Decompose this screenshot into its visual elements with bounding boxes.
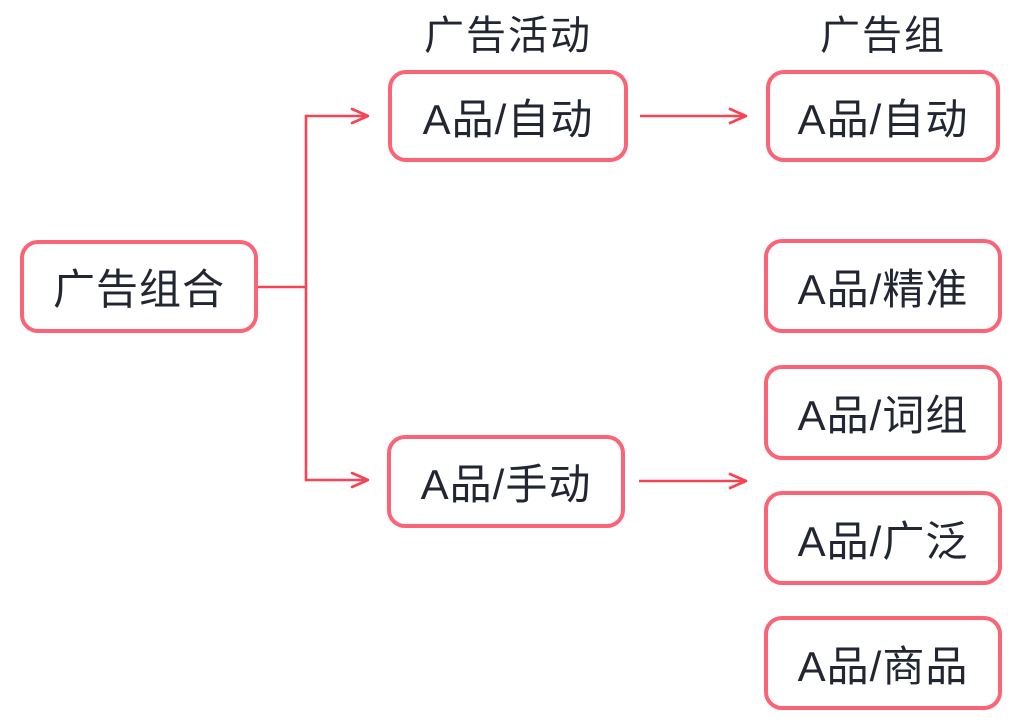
node-adgroup-auto: A品/自动 (766, 70, 1000, 162)
node-adgroup-exact: A品/精准 (764, 239, 1002, 333)
column-header-campaign: 广告活动 (424, 14, 592, 58)
node-portfolio: 广告组合 (20, 240, 258, 333)
node-campaign-manual: A品/手动 (387, 435, 625, 528)
node-adgroup-phrase: A品/词组 (764, 365, 1002, 460)
column-header-adgroup: 广告组 (820, 14, 946, 58)
node-adgroup-product: A品/商品 (764, 616, 1002, 710)
node-adgroup-broad: A品/广泛 (764, 491, 1002, 585)
node-campaign-auto: A品/自动 (388, 70, 628, 162)
